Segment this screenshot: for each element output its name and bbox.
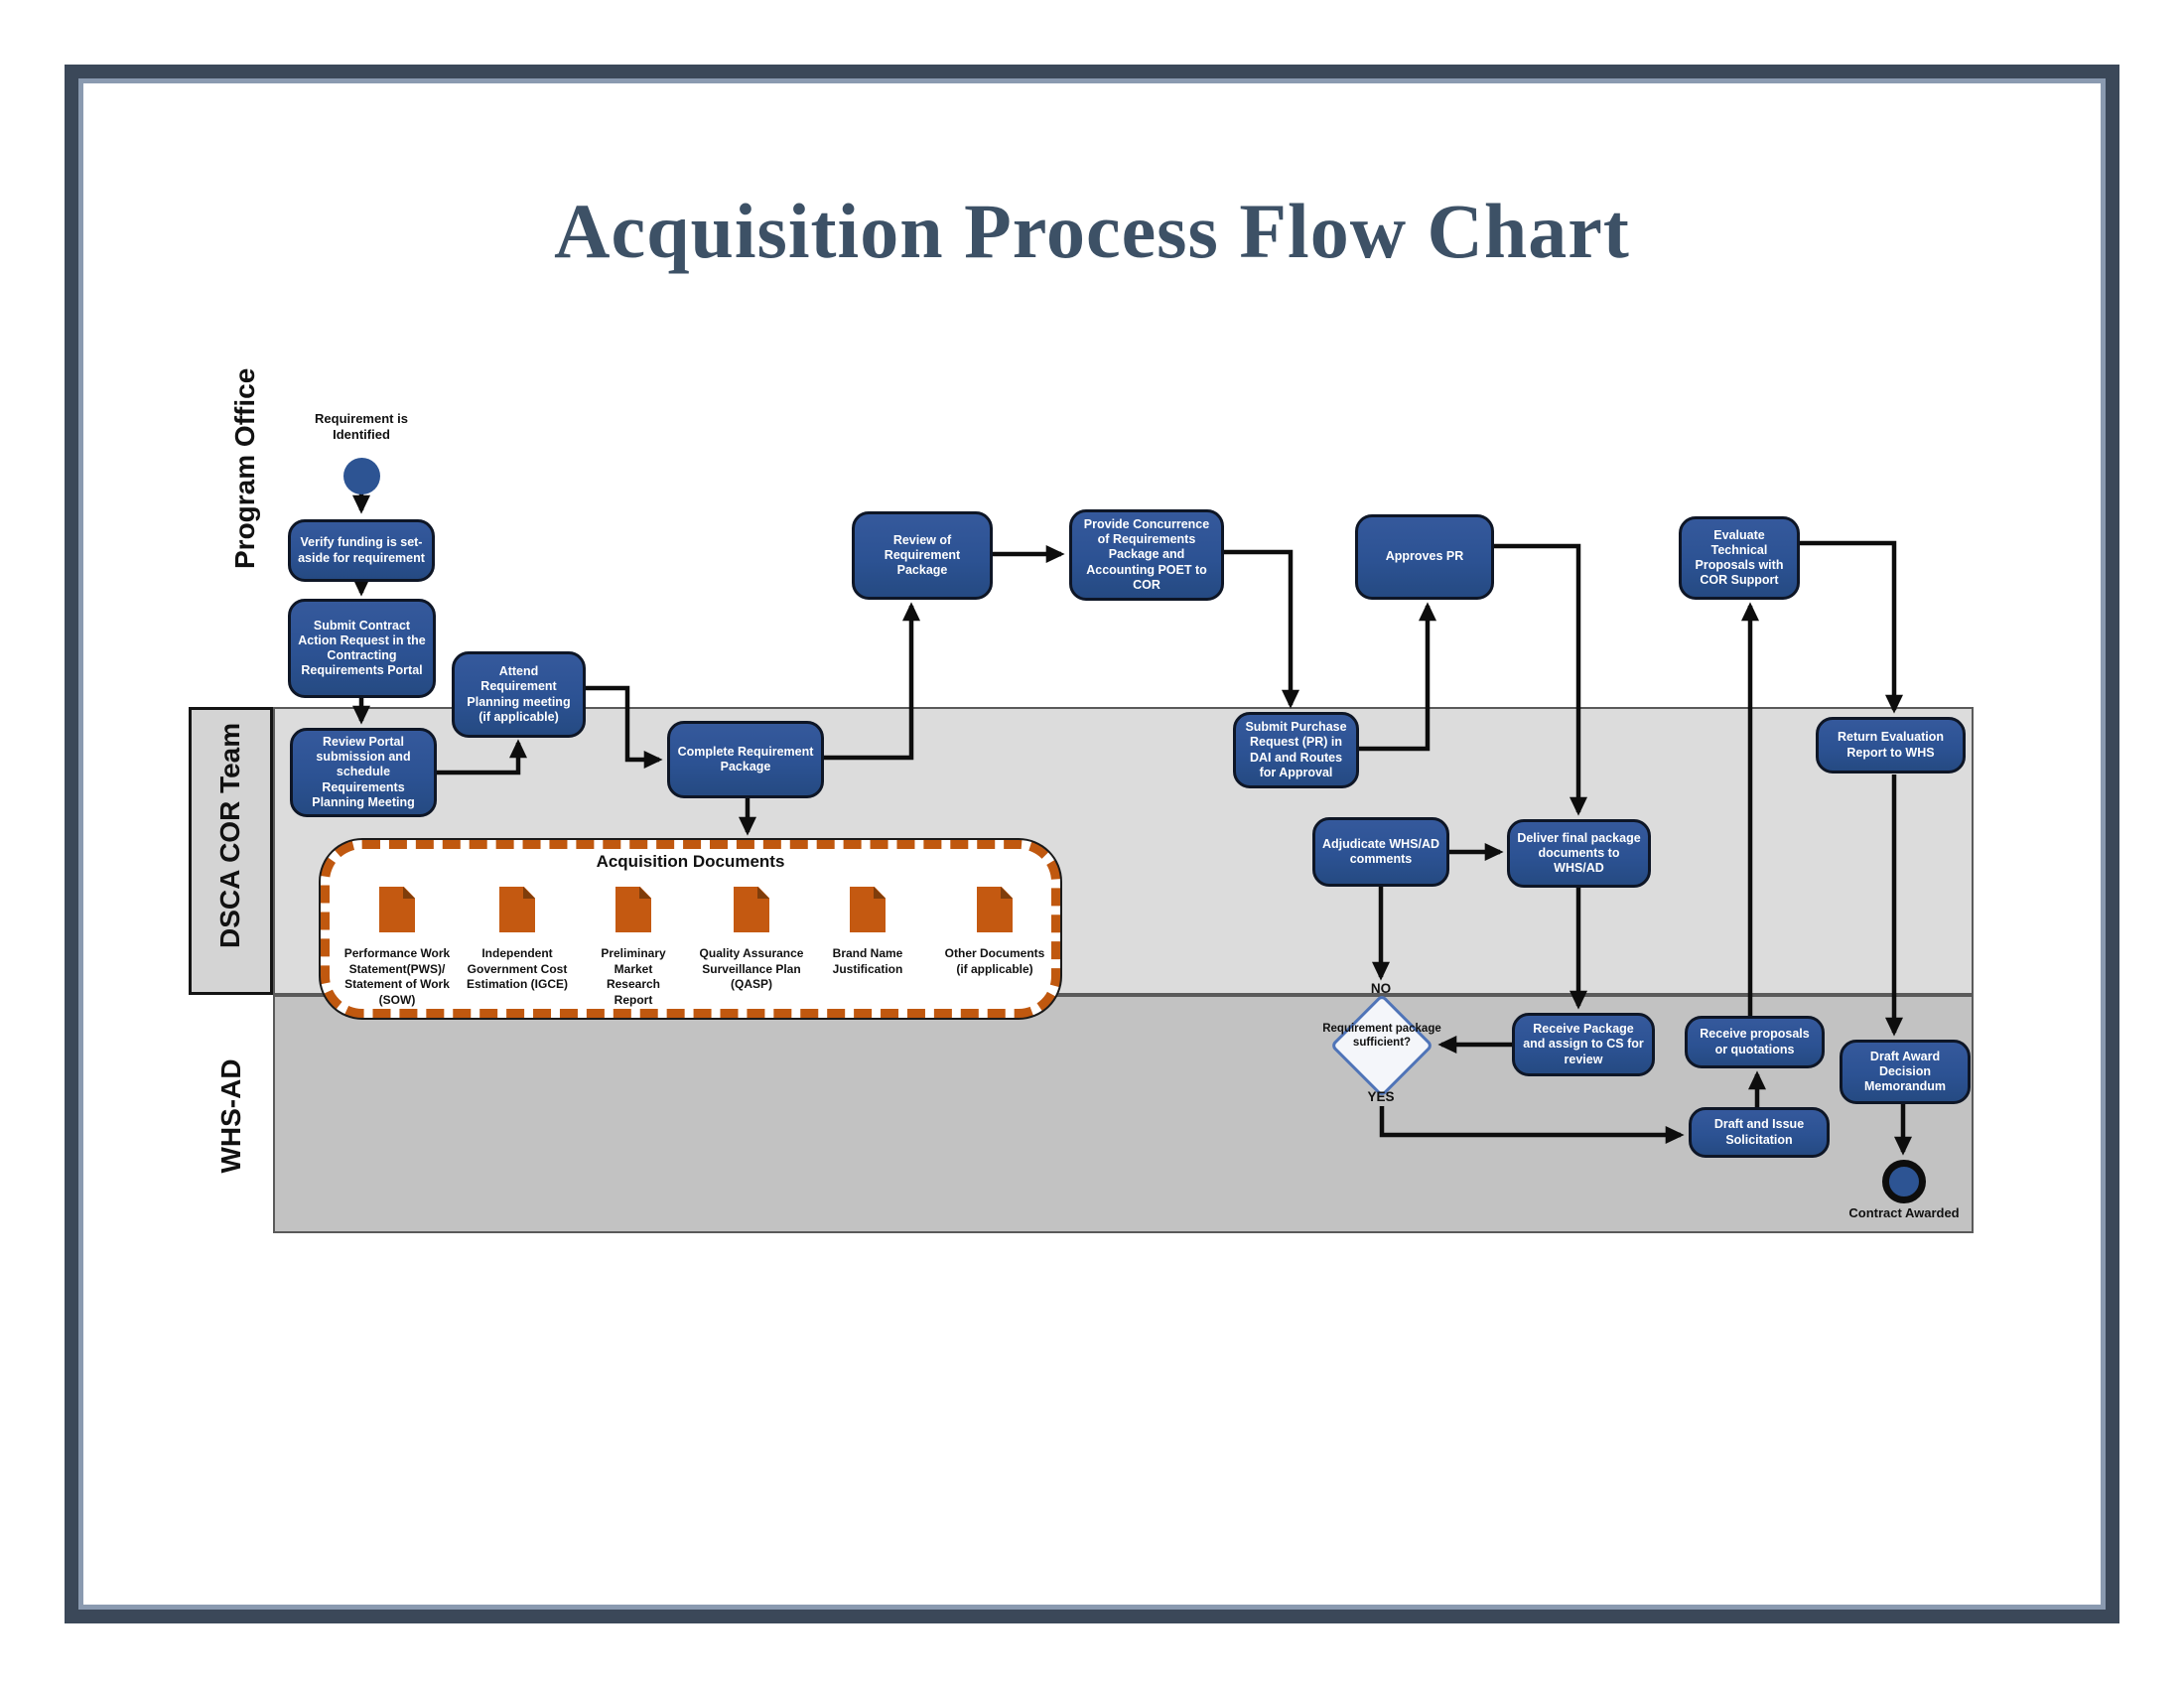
doc-label: Brand Name Justification [832,946,903,976]
page-frame-inner [78,78,2106,1610]
document-fold-icon [1001,887,1013,899]
document-fold-icon [523,887,535,899]
decision-diamond-label: Requirement package sufficient? [1322,1023,1441,1050]
acquisition-documents-title: Acquisition Documents [596,852,785,871]
node-receive-proposals: Receive proposals or quotations [1685,1016,1825,1068]
doc-label: Performance Work Statement(PWS)/ Stateme… [343,946,451,1007]
doc-item-qasp: Quality Assurance Surveillance Plan (QAS… [687,887,816,993]
doc-label: Quality Assurance Surveillance Plan (QAS… [699,946,804,992]
end-event-label: Contract Awarded [1848,1205,1960,1220]
document-icon [850,887,886,932]
doc-item-market-research: Preliminary Market Research Report [569,887,698,1008]
document-icon [499,887,535,932]
node-submit-purchase-request: Submit Purchase Request (PR) in DAI and … [1233,712,1359,788]
node-review-portal-submission: Review Portal submission and schedule Re… [290,728,437,817]
node-provide-concurrence: Provide Concurrence of Requirements Pack… [1069,509,1224,601]
acquisition-documents-container [321,840,1060,1018]
start-event-label: Requirement is Identified [315,411,408,443]
lane-label-box-dsca [189,707,273,995]
doc-item-brand-name: Brand Name Justification [803,887,932,977]
node-draft-issue-solicitation: Draft and Issue Solicitation [1689,1107,1830,1158]
branch-no-label: NO [1370,981,1392,996]
end-circle [1882,1160,1926,1203]
document-icon [615,887,651,932]
node-review-of-requirement-package: Review of Requirement Package [852,511,993,600]
node-evaluate-technical-proposals: Evaluate Technical Proposals with COR Su… [1679,516,1800,600]
page-title: Acquisition Process Flow Chart [554,188,1630,274]
document-fold-icon [639,887,651,899]
node-deliver-final-package: Deliver final package documents to WHS/A… [1507,819,1651,888]
document-icon [379,887,415,932]
node-adjudicate-comments: Adjudicate WHS/AD comments [1312,817,1449,887]
branch-yes-label: YES [1367,1089,1395,1104]
document-fold-icon [874,887,886,899]
node-complete-requirement-package: Complete Requirement Package [667,721,824,798]
document-icon [734,887,769,932]
doc-label: Preliminary Market Research Report [601,946,666,1007]
node-return-evaluation-report: Return Evaluation Report to WHS [1816,717,1966,774]
doc-item-other: Other Documents (if applicable) [930,887,1059,977]
document-icon [977,887,1013,932]
document-fold-icon [757,887,769,899]
doc-item-pws-sow: Performance Work Statement(PWS)/ Stateme… [333,887,462,1008]
doc-item-igce: Independent Government Cost Estimation (… [453,887,582,993]
doc-label: Independent Government Cost Estimation (… [466,946,568,992]
document-fold-icon [403,887,415,899]
start-circle [343,458,380,494]
page-frame-outer [65,65,2119,1623]
doc-label: Other Documents (if applicable) [944,946,1045,976]
node-attend-planning-meeting: Attend Requirement Planning meeting (if … [452,651,586,738]
node-receive-package-assign-cs: Receive Package and assign to CS for rev… [1512,1013,1655,1076]
node-submit-contract-action-request: Submit Contract Action Request in the Co… [288,599,436,698]
node-verify-funding: Verify funding is set-aside for requirem… [288,519,435,582]
node-approves-pr: Approves PR [1355,514,1494,600]
node-draft-award-memorandum: Draft Award Decision Memorandum [1840,1040,1971,1104]
